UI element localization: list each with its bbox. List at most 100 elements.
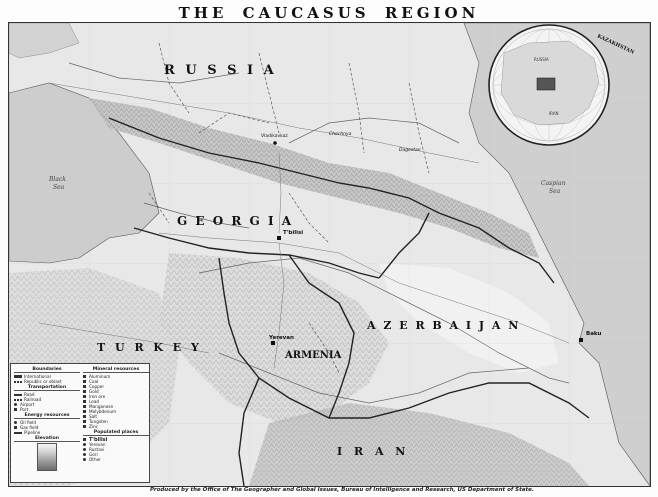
road-3 bbox=[278, 152, 282, 234]
label-black-sea-2: Sea bbox=[53, 184, 65, 191]
region-label-chechnya: Chechnya bbox=[329, 131, 352, 137]
legend-item-label: Yerevan bbox=[89, 442, 106, 447]
legend-item: Pipeline bbox=[14, 430, 80, 435]
legend-item: Oil field bbox=[14, 420, 80, 425]
legend-item: Zinc bbox=[83, 424, 149, 429]
rioni-river bbox=[143, 202, 250, 229]
city-marker-baku bbox=[579, 338, 583, 342]
georgia-azerbaijan-border bbox=[378, 212, 430, 279]
globe-focus-box bbox=[536, 77, 556, 91]
legend-item: Gold bbox=[83, 389, 149, 394]
road-2 bbox=[273, 242, 285, 369]
legend-item-label: Road bbox=[24, 392, 35, 397]
city-label-tbilisi: T'bilisi bbox=[283, 230, 303, 236]
label-russia: R U S S I A bbox=[164, 63, 277, 78]
legend-item: Port bbox=[14, 407, 80, 412]
legend-item-label: Manganese bbox=[89, 404, 114, 409]
legend-item-label: Coal bbox=[89, 379, 99, 384]
gas-field-symbol bbox=[14, 426, 17, 429]
turkey-iran-border bbox=[238, 377, 260, 486]
armenia-azerbaijan-border bbox=[288, 254, 355, 419]
city-symbol bbox=[83, 453, 86, 456]
internal-border-7 bbox=[288, 192, 330, 244]
legend-item: Salt bbox=[83, 414, 149, 419]
legend-item: Iron ore bbox=[83, 394, 149, 399]
legend-item: Railroad bbox=[14, 397, 80, 402]
city-symbol bbox=[83, 458, 86, 461]
label-georgia: G E O R G I A bbox=[177, 214, 293, 228]
road-5 bbox=[48, 82, 480, 164]
mineral-symbol bbox=[83, 410, 86, 413]
russia-georgia-border bbox=[108, 117, 555, 284]
legend-right-column: Mineral resources Aluminum Coal Copper G… bbox=[83, 366, 149, 462]
legend-item-label: Railroad bbox=[24, 397, 42, 402]
kuban-river bbox=[68, 62, 240, 84]
road-symbol bbox=[14, 393, 22, 396]
legend-item-label: Other bbox=[89, 457, 101, 462]
internal-border-1 bbox=[158, 42, 190, 114]
georgia-south-border bbox=[133, 227, 380, 279]
rivers bbox=[68, 62, 570, 404]
capital-symbol bbox=[83, 438, 86, 441]
city-label-vladikavkaz: Vladikavkaz bbox=[261, 133, 288, 139]
city-symbol bbox=[83, 443, 86, 446]
iran-north-border bbox=[258, 377, 590, 419]
mineral-symbol bbox=[83, 415, 86, 418]
legend-item: Republic or oblast bbox=[14, 379, 80, 384]
legend-item-label: Gori bbox=[89, 452, 98, 457]
legend-item: T'bilisi bbox=[83, 436, 149, 443]
legend-item: Tungsten bbox=[83, 419, 149, 424]
legend-heading-minerals: Mineral resources bbox=[83, 367, 149, 373]
legend-item-label: Tungsten bbox=[89, 419, 108, 424]
legend-item-label: Gold bbox=[89, 389, 99, 394]
internal-border-2 bbox=[258, 52, 280, 134]
mineral-symbol bbox=[83, 375, 86, 378]
label-iran: I R A N bbox=[337, 445, 409, 458]
legend-item: International bbox=[14, 374, 80, 379]
city-label-baku: Baku bbox=[586, 331, 602, 337]
legend-heading-energy: Energy resources bbox=[14, 413, 80, 419]
internal-border-8 bbox=[308, 322, 340, 374]
legend-item-label: Republic or oblast bbox=[24, 379, 62, 384]
legend-item: Coal bbox=[83, 379, 149, 384]
city-label-yerevan: Yerevan bbox=[268, 335, 294, 341]
label-caspian-sea-2: Sea bbox=[549, 188, 561, 195]
mineral-symbol bbox=[83, 385, 86, 388]
label-armenia: ARMENIA bbox=[284, 350, 342, 361]
label-caspian-sea-1: Caspian bbox=[541, 180, 566, 187]
map-title: THE CAUCASUS REGION bbox=[178, 4, 480, 22]
legend-item-label: Pipeline bbox=[24, 430, 41, 435]
legend-item: Airport bbox=[14, 402, 80, 407]
mineral-symbol bbox=[83, 390, 86, 393]
pipeline-symbol bbox=[14, 431, 22, 434]
legend-item: Lead bbox=[83, 399, 149, 404]
city-symbol bbox=[83, 448, 86, 451]
legend-item: Gori bbox=[83, 452, 149, 457]
legend-item-label: Airport bbox=[20, 402, 35, 407]
boundary-international-symbol bbox=[14, 375, 22, 378]
legend-item-label: Rustavi bbox=[89, 447, 105, 452]
legend-heading-populated: Populated places bbox=[83, 430, 149, 436]
elevation-ramp bbox=[37, 443, 57, 471]
legend-heading-boundaries: Boundaries bbox=[14, 367, 80, 373]
legend-item-label: Iron ore bbox=[89, 394, 106, 399]
internal-border-3 bbox=[348, 62, 365, 154]
map-legend: Boundaries International Republic or obl… bbox=[10, 363, 150, 483]
legend-item-label: Copper bbox=[89, 384, 105, 389]
legend-item-label: Aluminum bbox=[89, 374, 111, 379]
legend-item: Yerevan bbox=[83, 442, 149, 447]
boundary-republic-symbol bbox=[14, 380, 22, 383]
airport-symbol bbox=[14, 403, 17, 406]
globe-label-iran: IRAN bbox=[549, 111, 559, 116]
legend-item-label: T'bilisi bbox=[89, 436, 108, 443]
aras-river bbox=[218, 352, 530, 404]
legend-item: Rustavi bbox=[83, 447, 149, 452]
legend-left-column: Boundaries International Republic or obl… bbox=[14, 366, 80, 472]
road-6 bbox=[38, 322, 210, 354]
city-marker-tbilisi bbox=[277, 236, 281, 240]
internal-border-4 bbox=[408, 82, 430, 174]
legend-item-label: Molybdenum bbox=[89, 409, 117, 414]
legend-item: Molybdenum bbox=[83, 409, 149, 414]
city-marker-vladikavkaz bbox=[273, 141, 277, 145]
